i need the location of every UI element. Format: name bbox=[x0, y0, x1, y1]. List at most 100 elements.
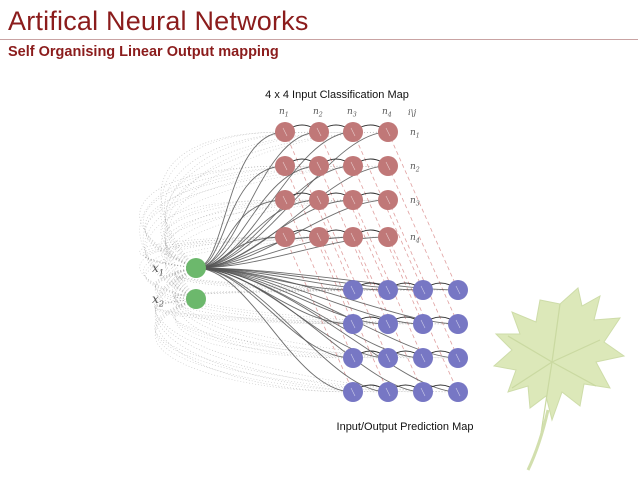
input-nodes bbox=[186, 258, 206, 309]
connection-line bbox=[195, 131, 320, 269]
classification-node-tick bbox=[282, 195, 288, 205]
dashed-link bbox=[284, 131, 354, 291]
dotted-arc bbox=[172, 267, 459, 359]
dashed-link bbox=[387, 131, 459, 291]
classification-node bbox=[309, 190, 329, 210]
prediction-node bbox=[448, 314, 468, 334]
prediction-node-tick bbox=[455, 387, 461, 397]
prediction-node bbox=[378, 280, 398, 300]
classification-node-tick bbox=[350, 161, 356, 171]
classification-node-tick bbox=[385, 232, 391, 242]
prediction-node bbox=[413, 314, 433, 334]
dotted-arc bbox=[155, 267, 389, 393]
dotted-arc bbox=[172, 298, 459, 359]
dotted-arc bbox=[165, 199, 389, 269]
prediction-node-tick bbox=[350, 285, 356, 295]
title-divider bbox=[0, 39, 638, 40]
prediction-node-tick bbox=[385, 319, 391, 329]
classification-node bbox=[275, 156, 295, 176]
prediction-node-tick bbox=[350, 387, 356, 397]
prediction-node-tick bbox=[420, 285, 426, 295]
dashed-link bbox=[318, 199, 389, 359]
classification-node bbox=[378, 122, 398, 142]
connection-line bbox=[195, 267, 354, 325]
classification-node bbox=[309, 122, 329, 142]
dotted-arc bbox=[145, 165, 389, 269]
prediction-node bbox=[378, 348, 398, 368]
classification-node bbox=[309, 156, 329, 176]
dotted-arc bbox=[160, 199, 286, 300]
maple-leaf-stem bbox=[526, 409, 550, 471]
prediction-node-tick bbox=[420, 319, 426, 329]
column-corner-label: i\j bbox=[408, 108, 417, 118]
dotted-arc bbox=[164, 131, 320, 300]
classification-node bbox=[378, 190, 398, 210]
dashed-link bbox=[352, 199, 424, 359]
row-label: n3 bbox=[410, 196, 420, 208]
connection-line bbox=[195, 267, 459, 359]
prediction-node-tick bbox=[350, 319, 356, 329]
classification-node-tick bbox=[282, 127, 288, 137]
classification-node bbox=[343, 122, 363, 142]
connection-line bbox=[195, 267, 459, 325]
row-label: n4 bbox=[410, 233, 420, 245]
input-labels: x1 x2 bbox=[152, 261, 164, 309]
prediction-node bbox=[378, 314, 398, 334]
prediction-node bbox=[413, 382, 433, 402]
classification-node-tick bbox=[350, 195, 356, 205]
classification-map-nodes bbox=[275, 122, 398, 247]
connection-line bbox=[195, 165, 320, 269]
classification-node bbox=[275, 190, 295, 210]
dotted-arc bbox=[165, 199, 354, 300]
dotted-arc bbox=[164, 199, 320, 269]
top-map-label: 4 x 4 Input Classification Map bbox=[265, 89, 409, 101]
input-label: x2 bbox=[152, 292, 164, 309]
dotted-arc bbox=[144, 236, 354, 269]
connection-line bbox=[195, 267, 424, 325]
classification-node-tick bbox=[316, 232, 322, 242]
dotted-arc bbox=[164, 199, 320, 300]
classification-node bbox=[378, 227, 398, 247]
row-label: n1 bbox=[410, 128, 420, 140]
dotted-arc bbox=[165, 131, 389, 269]
input-node bbox=[186, 289, 206, 309]
prediction-node bbox=[343, 348, 363, 368]
dotted-arc bbox=[154, 267, 424, 393]
bottom-map-label: Input/Output Prediction Map bbox=[337, 421, 474, 433]
dotted-arc bbox=[142, 165, 320, 300]
solid-connections bbox=[195, 131, 459, 393]
prediction-node bbox=[343, 382, 363, 402]
prediction-node-tick bbox=[385, 353, 391, 363]
dotted-arc bbox=[175, 298, 354, 359]
input-label: x1 bbox=[152, 261, 164, 278]
classification-node-tick bbox=[316, 127, 322, 137]
prediction-node-tick bbox=[350, 353, 356, 363]
classification-node bbox=[275, 227, 295, 247]
connection-line bbox=[195, 199, 389, 269]
classification-node bbox=[343, 227, 363, 247]
classification-node-tick bbox=[316, 161, 322, 171]
dotted-arc bbox=[144, 165, 354, 300]
prediction-node-tick bbox=[420, 353, 426, 363]
classification-node-tick bbox=[385, 161, 391, 171]
dashed-link bbox=[387, 165, 459, 325]
connection-line bbox=[195, 236, 354, 269]
dotted-arc bbox=[173, 267, 424, 359]
slide-subtitle: Self Organising Linear Output mapping bbox=[8, 44, 279, 60]
column-label: n2 bbox=[313, 107, 323, 119]
row-label: n2 bbox=[410, 162, 420, 174]
connection-line bbox=[195, 165, 354, 269]
dotted-arc bbox=[165, 199, 354, 269]
prediction-node-tick bbox=[385, 387, 391, 397]
prediction-map-nodes bbox=[343, 280, 468, 402]
connection-line bbox=[195, 199, 354, 269]
dotted-arc bbox=[139, 165, 286, 269]
dotted-arc bbox=[175, 267, 354, 359]
prediction-node-tick bbox=[455, 319, 461, 329]
maple-leaf-vein bbox=[507, 303, 601, 441]
classification-node-tick bbox=[282, 232, 288, 242]
classification-node-tick bbox=[385, 127, 391, 137]
classification-node-tick bbox=[350, 127, 356, 137]
